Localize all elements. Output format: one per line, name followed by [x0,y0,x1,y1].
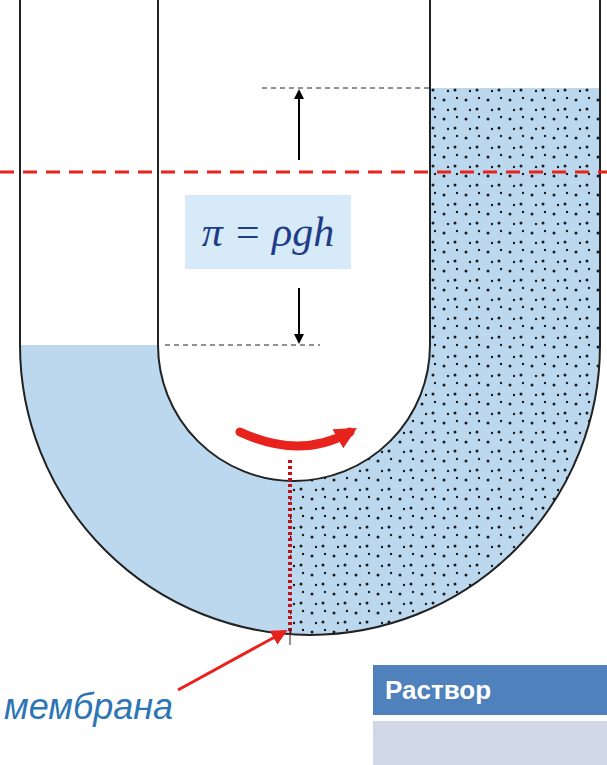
leader-line [178,632,284,690]
level-line [262,88,430,89]
height-arrow [298,91,300,160]
level-line [165,345,320,346]
formula-text: π = ρgh [202,208,335,256]
solvent [20,88,290,635]
membrane-label: мембрана [4,686,173,728]
table-header-cell: Раствор [373,665,607,715]
formula-box: π = ρgh [185,195,351,269]
reference-line [0,171,607,174]
membrane [288,460,292,635]
cell-text: Раствор [385,675,491,706]
tube-wall [20,0,600,635]
solution [290,88,600,635]
membrane-tick [290,628,291,645]
height-arrow [298,288,300,342]
flow-arrow [240,432,350,446]
solute-particles [290,88,600,635]
table-cell [373,721,607,765]
